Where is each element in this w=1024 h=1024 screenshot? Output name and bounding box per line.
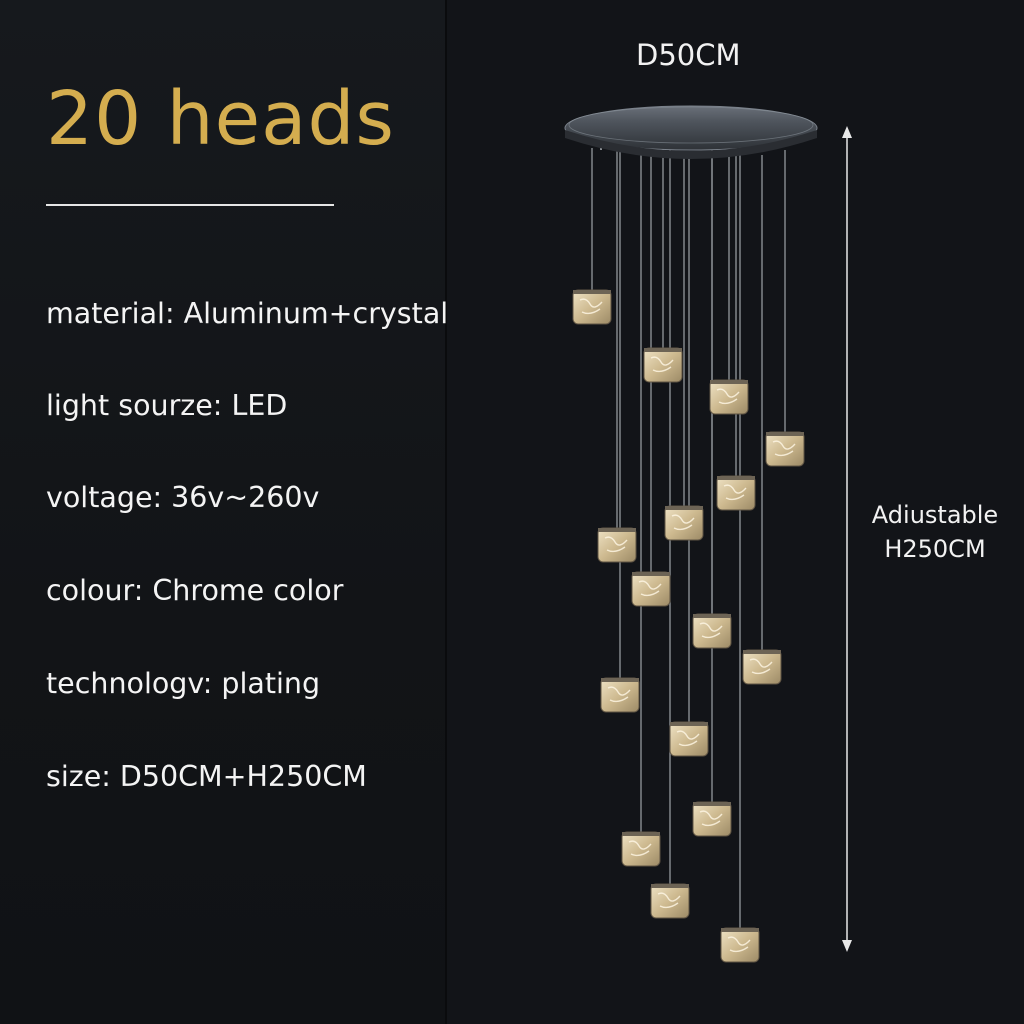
ceiling-canopy (564, 105, 818, 159)
crystal-pendant (692, 801, 732, 837)
diameter-label: D50CM (636, 38, 741, 72)
spec-panel (0, 0, 446, 1024)
spec-light-source: light sourze: LED (46, 389, 288, 422)
crystal-pendant (742, 649, 782, 685)
crystal-pendant (664, 505, 704, 541)
crystal-pendants (572, 289, 805, 963)
spec-technology: technologv: plating (46, 667, 321, 700)
crystal-pendant (692, 613, 732, 649)
crystal-pendant (669, 721, 709, 757)
height-label-line1: Adiustable (871, 501, 999, 529)
headline: 20 heads (46, 76, 395, 162)
panel-divider (445, 0, 447, 1024)
crystal-pendant (597, 527, 637, 563)
headline-underline (46, 204, 334, 206)
height-dimension-arrow (842, 126, 852, 952)
crystal-pendant (716, 475, 756, 511)
crystal-pendant (621, 831, 661, 867)
spec-colour: colour: Chrome color (46, 574, 344, 607)
crystal-pendant (643, 347, 683, 383)
crystal-pendant (650, 883, 690, 919)
spec-material: material: Aluminum+crystal (46, 297, 449, 330)
height-label: Adiustable H250CM (862, 498, 1008, 566)
crystal-pendant (765, 431, 805, 467)
spec-size: size: D50CM+H250CM (46, 760, 367, 793)
crystal-pendant (631, 571, 671, 607)
crystal-pendant (572, 289, 612, 325)
crystal-pendant (600, 677, 640, 713)
crystal-pendant (709, 379, 749, 415)
spec-voltage: voltage: 36v~260v (46, 481, 320, 514)
height-label-line2: H250CM (884, 535, 986, 563)
crystal-pendant (720, 927, 760, 963)
